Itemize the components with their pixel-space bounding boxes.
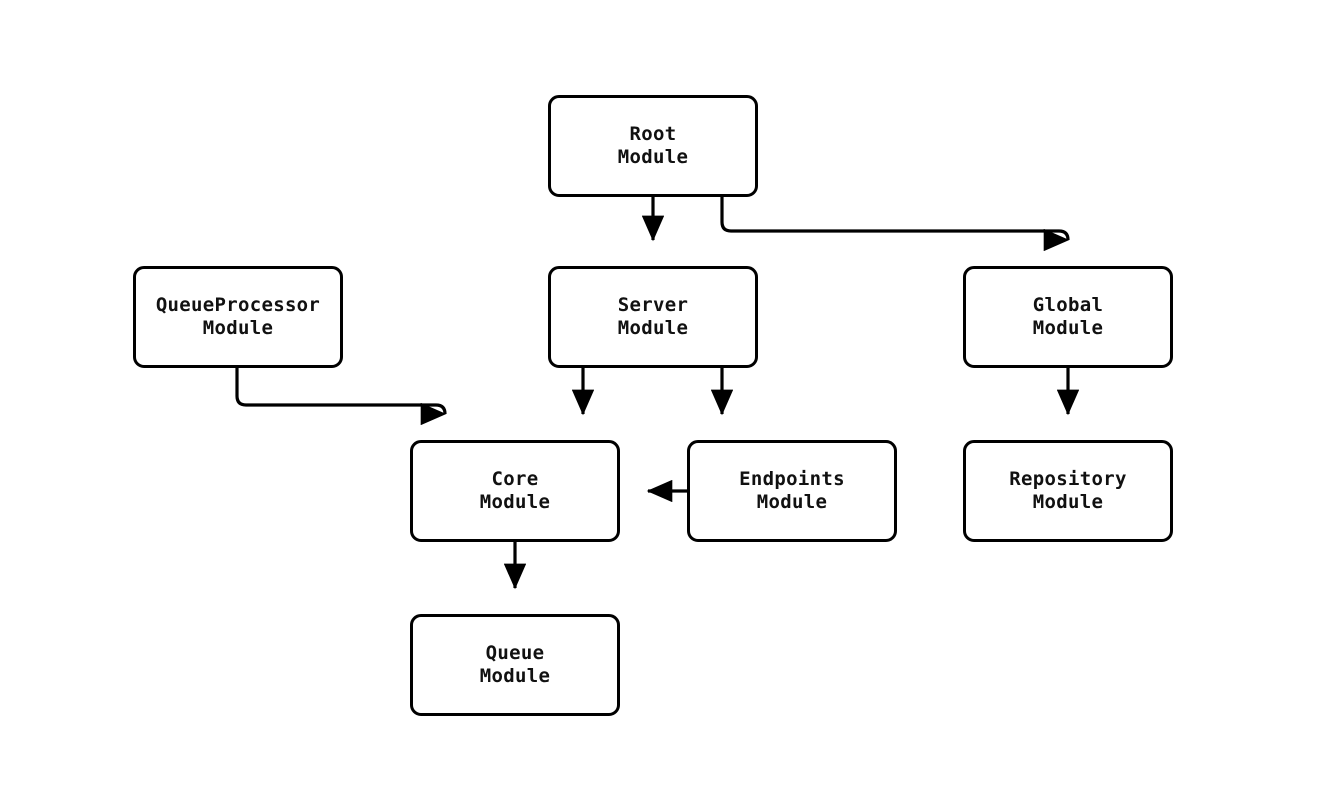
node-label-secondary: Module bbox=[1032, 317, 1104, 339]
node-label-secondary: Module bbox=[1032, 491, 1104, 513]
node-label-primary: Repository bbox=[1009, 468, 1127, 490]
node-label-primary: Core bbox=[491, 468, 539, 490]
node-label-secondary: Module bbox=[617, 317, 689, 339]
node-label-secondary: Module bbox=[617, 146, 689, 168]
edge-queueprocessor-to-core bbox=[235, 368, 457, 416]
node-label-secondary: Module bbox=[479, 491, 551, 513]
node-label-secondary: Module bbox=[479, 665, 551, 687]
node-label-primary: Endpoints bbox=[739, 468, 845, 490]
node-label-primary: Root bbox=[629, 123, 677, 145]
node-label-secondary: Module bbox=[756, 491, 828, 513]
node-label-primary: Global bbox=[1032, 294, 1104, 316]
node-label-primary: Server bbox=[617, 294, 689, 316]
node-label-primary: QueueProcessor bbox=[155, 294, 321, 316]
edge-root-to-global bbox=[720, 197, 1080, 242]
node-label-secondary: Module bbox=[202, 317, 274, 339]
node-label-primary: Queue bbox=[485, 642, 545, 664]
